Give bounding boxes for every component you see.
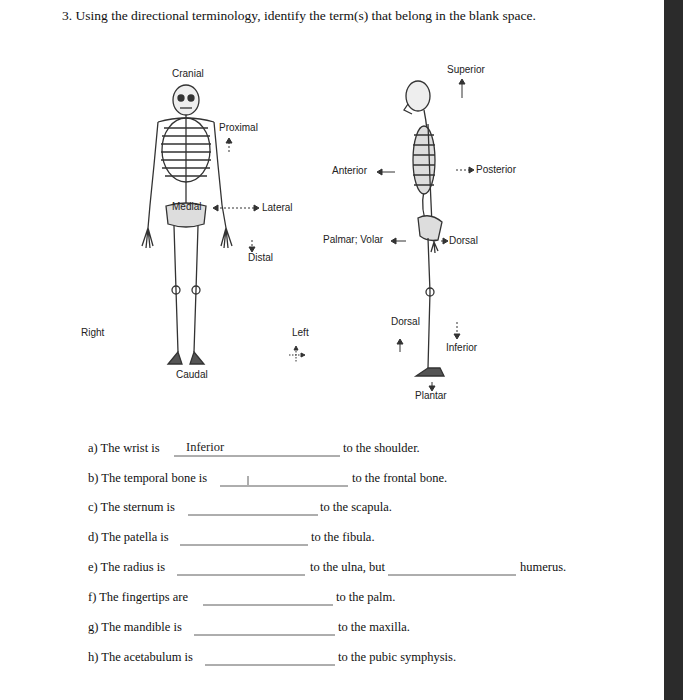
direction-label: Caudal: [176, 369, 208, 381]
question-text: to the palm.: [336, 590, 395, 605]
question-text: g) The mandible is: [88, 620, 182, 635]
direction-label: Lateral: [262, 202, 293, 214]
direction-label: Anterior: [332, 165, 367, 177]
question-text: humerus.: [520, 560, 566, 575]
question-text: to the pubic symphysis.: [338, 650, 456, 665]
direction-label: Palmar; Volar: [323, 234, 383, 246]
direction-label: Inferior: [446, 342, 477, 354]
question-text: to the frontal bone.: [352, 471, 447, 486]
direction-arrows: [213, 79, 474, 391]
side-skeleton: [404, 81, 444, 376]
direction-label: Posterior: [476, 164, 516, 176]
answer-blanks: [174, 456, 516, 665]
direction-label: Proximal: [219, 122, 258, 134]
question-text: e) The radius is: [88, 560, 165, 575]
question-text: to the ulna, but: [310, 560, 385, 575]
question-text: d) The patella is: [88, 530, 169, 545]
dark-edge: [664, 0, 683, 700]
direction-label: Dorsal: [391, 316, 420, 328]
answer-text: Inferior: [186, 440, 224, 455]
question-text: c) The sternum is: [88, 500, 175, 515]
question-text: to the shoulder.: [343, 441, 420, 456]
front-skeleton: [142, 85, 232, 364]
direction-label: Superior: [447, 64, 485, 76]
direction-label: Right: [81, 327, 104, 339]
direction-label: Medial: [172, 201, 201, 213]
direction-label: Distal: [248, 252, 273, 264]
question-text: to the maxilla.: [338, 620, 410, 635]
direction-label: Left: [292, 327, 309, 339]
direction-label: Cranial: [172, 68, 204, 80]
question-text: to the fibula.: [311, 530, 375, 545]
question-text: b) The temporal bone is: [88, 471, 207, 486]
question-text: to the scapula.: [320, 500, 392, 515]
question-text: a) The wrist is: [88, 441, 160, 456]
direction-label: Dorsal: [449, 235, 478, 247]
direction-label: Plantar: [415, 390, 447, 402]
question-heading: 3. Using the directional terminology, id…: [62, 8, 536, 24]
question-text: f) The fingertips are: [88, 590, 188, 605]
question-text: h) The acetabulum is: [88, 650, 193, 665]
